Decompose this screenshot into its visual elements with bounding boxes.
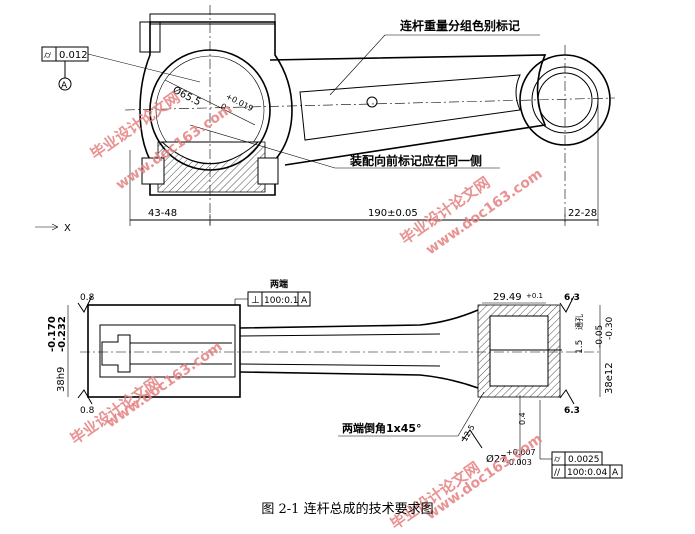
bolt-side (101, 334, 131, 373)
centerline-horizontal (124, 97, 616, 111)
shank-inner (299, 74, 521, 141)
dim-center: 190±0.05 (368, 208, 418, 219)
par-symbol: // (554, 468, 561, 478)
roughness-mid: 12.5 (460, 423, 477, 443)
right-dim-b: -0.05 (595, 325, 605, 348)
perp-symbol: ⊥ (251, 295, 260, 306)
flatness-value: 0.012 (59, 50, 88, 61)
right-dim-c: -0.30 (605, 316, 615, 340)
datum-label: A (61, 81, 68, 91)
roughness-br: 6.3 (564, 406, 580, 416)
shank-side (239, 309, 479, 389)
flatness-symbol: ⌭ (44, 50, 52, 61)
ends-label: 两端 (270, 278, 288, 290)
dim-right: 22-28 (568, 208, 597, 219)
perp-value: 100:0.1 (264, 296, 299, 306)
left-dim-c: -0.232 (57, 316, 68, 352)
perp-datum: A (301, 296, 308, 306)
big-end-side (87, 304, 241, 398)
cyl-value: 0.0025 (568, 455, 600, 465)
oil-hole-dim: 1.5 (575, 340, 585, 354)
roughness-mid2: 0.4 (518, 412, 527, 425)
axis-label: X (64, 223, 71, 234)
big-end-recess (99, 324, 236, 378)
small-bore-b: +0.007 (506, 448, 536, 457)
chamfer-note: 两端倒角1x45° (342, 421, 422, 435)
big-end-outline (139, 21, 293, 196)
bore-dim-c: 0 (219, 102, 228, 112)
weight-note: 连杆重量分组色别标记 (400, 18, 520, 33)
bottom-view: 0.8 0.8 6.3 6.3 两端 ⊥ 100:0.1 A 29.49 +0.… (47, 278, 623, 479)
par-value: 100:0.04 (567, 468, 608, 478)
small-bore-a: Ø27 (486, 453, 507, 465)
roughness-tl: 0.8 (80, 293, 95, 303)
oil-hole (366, 96, 378, 108)
bolt-head-left (141, 157, 165, 185)
oil-hole-note: 通孔 (574, 314, 584, 330)
figure-caption: 图 2-1 连杆总成的技术要求图 (261, 502, 434, 517)
left-dim-a: 38h9 (56, 367, 67, 392)
top-view: 43-48 190±0.05 22-28 Ø65.5 +0.019 0 ⌭ 0.… (35, 5, 616, 234)
assembly-note: 装配向前标记应在同一侧 (349, 153, 482, 168)
width-tol: +0.1 (526, 292, 543, 300)
left-dim-b: -0.170 (47, 316, 58, 352)
bolt-boss-top (139, 21, 161, 53)
dim-left: 43-48 (148, 208, 177, 219)
small-bore-c: -0.003 (506, 458, 532, 467)
width-dim: 29.49 (493, 292, 522, 303)
roughness-tr: 6.3 (564, 293, 580, 303)
datum-circle (58, 77, 72, 91)
watermark: www.doc163.com (103, 339, 225, 431)
roughness-bl: 0.8 (80, 406, 95, 416)
big-end-cap-top (149, 13, 276, 25)
shank-outline (269, 54, 547, 166)
par-datum: A (612, 468, 619, 478)
cyl-symbol: ⌭ (554, 455, 561, 465)
bolt-head-right (257, 157, 279, 185)
small-end-bore-side (489, 315, 549, 387)
right-dim-a: 38e12 (604, 362, 615, 394)
